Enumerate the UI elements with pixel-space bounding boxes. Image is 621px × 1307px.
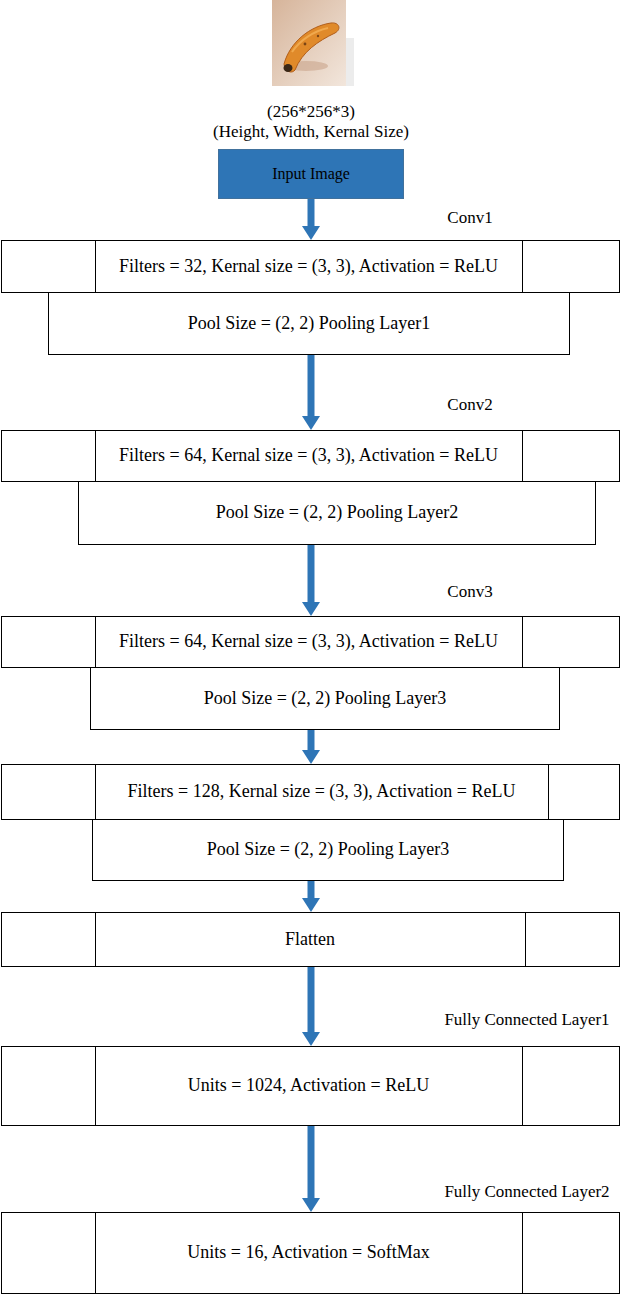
layer-text: Filters = 64, Kernal size = (3, 3), Acti…: [119, 445, 498, 467]
banana-tip: [284, 64, 293, 72]
input-shape-note: (256*256*3): [267, 102, 355, 122]
arrow-shaft: [308, 730, 315, 750]
cell-divider: [95, 241, 96, 292]
cell-divider: [95, 765, 96, 819]
layer-text: Pool Size = (2, 2) Pooling Layer1: [188, 313, 431, 335]
arrow-head: [302, 750, 320, 764]
flatten-box: Flatten: [1, 912, 620, 967]
pooling-box: Pool Size = (2, 2) Pooling Layer3: [90, 667, 560, 730]
arrow-head: [302, 1198, 320, 1212]
pooling-box: Pool Size = (2, 2) Pooling Layer3: [92, 819, 564, 881]
banana-spot: [304, 43, 307, 46]
layer-name: Conv1: [447, 208, 492, 228]
layer-text: Input Image: [272, 164, 350, 183]
photo-edge: [346, 38, 354, 86]
layer-text: Units = 1024, Activation = ReLU: [188, 1075, 429, 1097]
cell-divider: [522, 1213, 523, 1293]
input-photo: [0, 0, 621, 100]
arrow-shaft: [308, 199, 315, 226]
cell-divider: [522, 1047, 523, 1125]
cell-divider: [525, 913, 526, 966]
arrow-shaft: [308, 967, 315, 1032]
cell-divider: [95, 617, 96, 667]
flow-arrow: [302, 355, 320, 430]
flow-arrow: [302, 545, 320, 616]
arrow-head: [302, 226, 320, 240]
layer-text: Filters = 64, Kernal size = (3, 3), Acti…: [119, 631, 498, 653]
arrow-shaft: [308, 881, 315, 898]
layer-text: Units = 16, Activation = SoftMax: [187, 1242, 429, 1264]
arrow-shaft: [308, 355, 315, 416]
layer-name: Conv3: [447, 582, 492, 602]
arrow-head: [302, 602, 320, 616]
layer-text: Filters = 32, Kernal size = (3, 3), Acti…: [119, 256, 498, 278]
arrow-head: [302, 1032, 320, 1046]
cell-divider: [95, 913, 96, 966]
flow-arrow: [302, 881, 320, 912]
cell-divider: [522, 241, 523, 292]
arrow-shaft: [308, 545, 315, 602]
conv-box: Conv3Filters = 64, Kernal size = (3, 3),…: [1, 616, 620, 668]
banana-highlight: [292, 28, 328, 52]
arrow-head: [302, 416, 320, 430]
banana-spot: [317, 35, 319, 37]
layer-name: Fully Connected Layer2: [444, 1182, 609, 1202]
arrow-head: [302, 898, 320, 912]
flow-arrow: [302, 1126, 320, 1212]
input-shape-note: (Height, Width, Kernal Size): [213, 122, 409, 142]
cell-divider: [548, 765, 549, 819]
conv-box: Conv2Filters = 64, Kernal size = (3, 3),…: [1, 430, 620, 482]
arrow-shaft: [308, 1126, 315, 1198]
input-box: Input Image: [218, 149, 404, 199]
cell-divider: [95, 1213, 96, 1293]
layer-name: Conv2: [447, 395, 492, 415]
pooling-box: Pool Size = (2, 2) Pooling Layer2: [78, 481, 596, 545]
dense-box: Fully Connected Layer2Units = 16, Activa…: [1, 1212, 620, 1294]
layer-text: Pool Size = (2, 2) Pooling Layer3: [207, 839, 450, 861]
cell-divider: [95, 1047, 96, 1125]
layer-text: Pool Size = (2, 2) Pooling Layer3: [204, 688, 447, 710]
pooling-box: Pool Size = (2, 2) Pooling Layer1: [48, 292, 570, 355]
photo-ground: [272, 0, 346, 86]
layer-text: Flatten: [285, 929, 335, 951]
banana: [284, 23, 339, 72]
flow-arrow: [302, 967, 320, 1046]
conv-box: Filters = 128, Kernal size = (3, 3), Act…: [1, 764, 620, 820]
cell-divider: [95, 431, 96, 481]
flow-arrow: [302, 199, 320, 240]
cell-divider: [522, 617, 523, 667]
layer-name: Fully Connected Layer1: [444, 1010, 609, 1030]
dense-box: Fully Connected Layer1Units = 1024, Acti…: [1, 1046, 620, 1126]
cell-divider: [522, 431, 523, 481]
layer-text: Filters = 128, Kernal size = (3, 3), Act…: [128, 781, 516, 803]
flow-arrow: [302, 730, 320, 764]
layer-text: Pool Size = (2, 2) Pooling Layer2: [216, 502, 459, 524]
conv-box: Conv1Filters = 32, Kernal size = (3, 3),…: [1, 240, 620, 293]
